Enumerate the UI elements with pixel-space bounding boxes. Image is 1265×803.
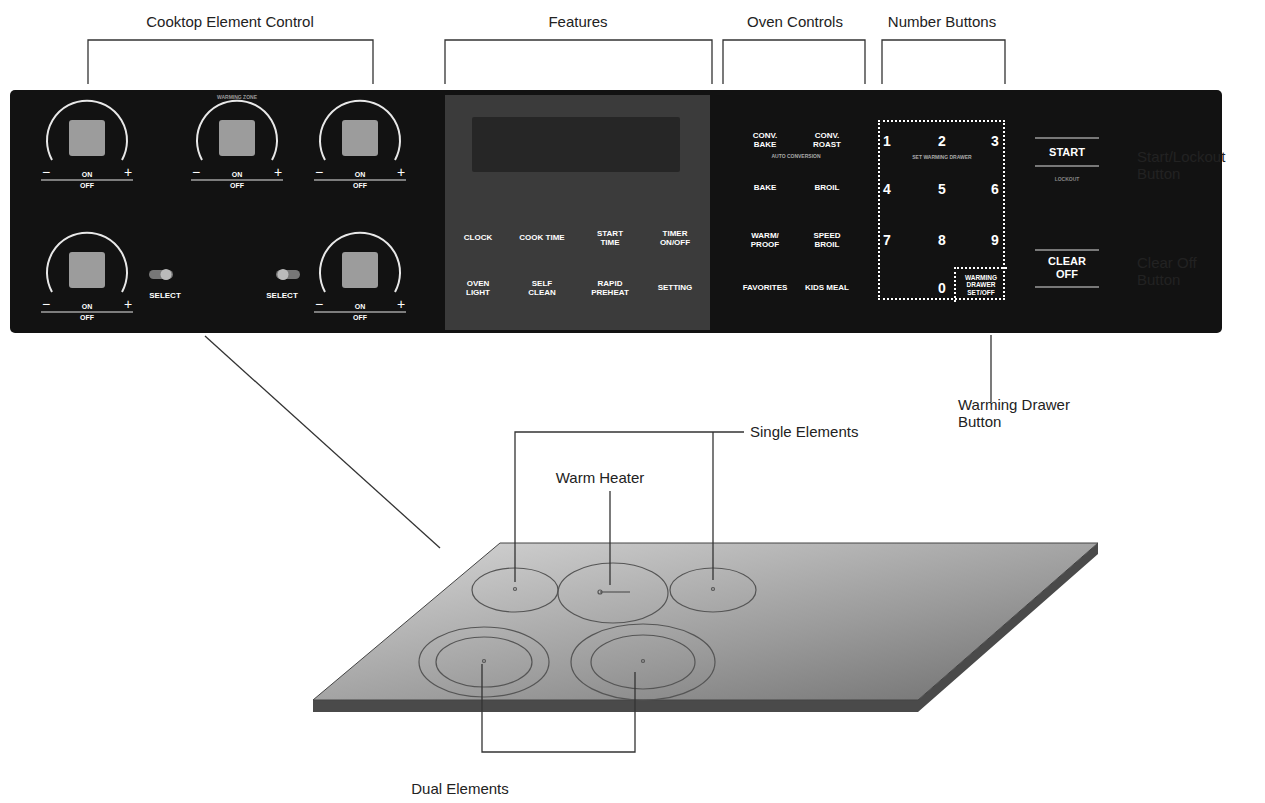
callout-label: Number Buttons (877, 13, 1007, 30)
small-caption: AUTO CONVERSION (751, 154, 841, 160)
display-screen (472, 117, 680, 172)
on-off-label: ON OFF (76, 169, 98, 191)
adjust-sign: − (312, 164, 326, 180)
knob-icons (41, 101, 406, 312)
number-button: 5 (932, 181, 952, 197)
oven-button: BROIL (802, 183, 852, 192)
callout-label: Start/Lockout Button (1137, 148, 1237, 183)
adjust-sign: + (121, 296, 135, 312)
select-label: SELECT (140, 291, 190, 300)
number-button: 4 (877, 181, 897, 197)
callout-label: Clear Off Button (1137, 254, 1213, 289)
control-panel (10, 90, 1222, 333)
oven-button: CONV. ROAST (807, 131, 847, 149)
oven-button: FAVORITES (737, 283, 793, 292)
adjust-sign: − (39, 296, 53, 312)
on-off-label: ON OFF (226, 169, 248, 191)
callout-label: Warm Heater (545, 469, 655, 486)
callout-label: Dual Elements (395, 780, 525, 797)
oven-button: WARM/ PROOF (745, 231, 785, 249)
callout-label: Oven Controls (735, 13, 855, 30)
oven-button: KIDS MEAL (799, 283, 855, 292)
select-toggle (149, 269, 300, 280)
number-button: 3 (985, 133, 1005, 149)
warming-drawer-button: WARMING DRAWER SET/OFF (954, 267, 1007, 302)
callout-label: Warming Drawer Button (958, 396, 1088, 431)
clear-off-button: CLEAR OFF (1045, 255, 1089, 280)
lockout-caption: LOCKOUT (1037, 177, 1097, 183)
oven-button: BAKE (740, 183, 790, 192)
start-button: START (1037, 146, 1097, 159)
number-button: 8 (932, 232, 952, 248)
zone-label: WARMING ZONE (192, 95, 282, 101)
feature-button: TIMER ON/OFF (652, 229, 698, 247)
adjust-sign: − (312, 296, 326, 312)
number-button: 1 (877, 133, 897, 149)
feature-button: COOK TIME (519, 233, 565, 242)
features-region (445, 95, 710, 330)
feature-button: RAPID PREHEAT (582, 279, 638, 297)
on-off-label: ON OFF (349, 301, 371, 323)
leader-lines (482, 432, 744, 752)
feature-button: SELF CLEAN (519, 279, 565, 297)
feature-button: CLOCK (455, 233, 501, 242)
features-panel: CLOCK COOK TIME START TIME TIMER ON/OFF OVEN… (445, 95, 710, 330)
cooktop-illustration (313, 543, 1098, 712)
oven-button: SPEED BROIL (807, 231, 847, 249)
feature-button: START TIME (587, 229, 633, 247)
warming-drawer-label: WARMING DRAWER SET/OFF (958, 274, 1004, 296)
adjust-sign: + (394, 296, 408, 312)
oven-button: CONV. BAKE (745, 131, 785, 149)
number-button: 7 (877, 232, 897, 248)
callout-label: Single Elements (750, 423, 880, 440)
on-off-label: ON OFF (349, 169, 371, 191)
adjust-sign: − (39, 164, 53, 180)
feature-button: OVEN LIGHT (455, 279, 501, 297)
adjust-sign: − (189, 164, 203, 180)
callout-label: Cooktop Element Control (115, 13, 345, 30)
control-panel: CLOCK COOK TIME START TIME TIMER ON/OFF OVEN… (10, 90, 1222, 333)
number-button: 0 (932, 280, 952, 296)
on-off-label: ON OFF (76, 301, 98, 323)
adjust-sign: + (121, 164, 135, 180)
number-button: 6 (985, 181, 1005, 197)
number-button: 9 (985, 232, 1005, 248)
callout-label: Features (518, 13, 638, 30)
adjust-sign: + (271, 164, 285, 180)
select-label: SELECT (257, 291, 307, 300)
small-caption: SET WARMING DRAWER (882, 155, 1002, 161)
button-lines (1035, 138, 1099, 287)
adjust-sign: + (394, 164, 408, 180)
number-button: 2 (932, 133, 952, 149)
feature-button: SETTING (650, 283, 700, 292)
number-pad: WARMING DRAWER SET/OFF 1 2 3SET WARMING DRA… (878, 120, 1005, 300)
